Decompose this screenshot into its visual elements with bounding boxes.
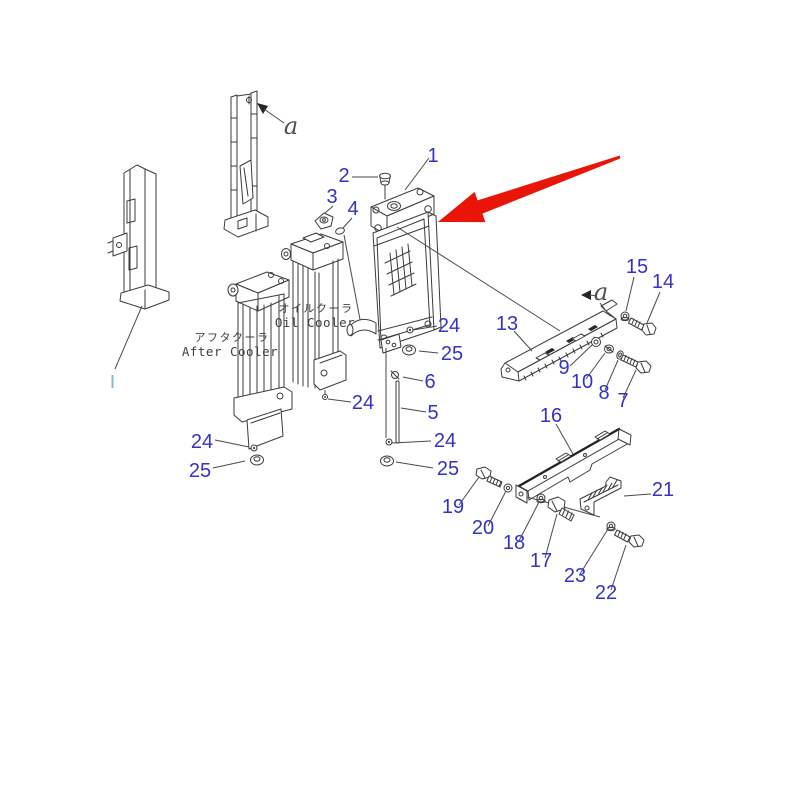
after-cooler-label-jp: アフタクーラ [195, 331, 270, 344]
callout-labels: 1 2 3 4 24 25 6 5 24 25 24 24 25 13 9 10… [189, 145, 674, 604]
callout-16: 16 [540, 405, 562, 427]
callout-22: 22 [595, 582, 617, 604]
view-arrow-icon [257, 103, 268, 114]
callout-23: 23 [564, 565, 586, 587]
callout-5: 5 [427, 402, 438, 424]
radiator-art [346, 172, 442, 354]
callout-7: 7 [617, 390, 628, 412]
callout-2: 2 [338, 165, 349, 187]
callout-24c: 24 [352, 392, 374, 414]
callout-19: 19 [442, 496, 464, 518]
bracket-13-art [500, 299, 618, 382]
callout-1: 1 [427, 145, 438, 167]
callout-25a: 25 [441, 343, 463, 365]
callout-25c: 25 [189, 460, 211, 482]
callout-21: 21 [652, 479, 674, 501]
callout-10: 10 [571, 371, 593, 393]
oil-cooler-art [281, 232, 352, 403]
view-ref-letter: a [284, 112, 298, 140]
oil-cooler-label-en: Oil Cooler [275, 315, 355, 330]
callout-14: 14 [652, 271, 674, 293]
after-cooler-art [212, 271, 293, 469]
clamp-part3-art [314, 205, 334, 230]
view-ref-top: a [257, 103, 298, 140]
callout-9: 9 [558, 357, 569, 379]
callout-6: 6 [424, 371, 435, 393]
lower-hardware-art [458, 466, 645, 591]
callout-13: 13 [496, 313, 518, 335]
after-cooler-label-en: After Cooler [182, 344, 278, 359]
callout-20: 20 [472, 517, 494, 539]
bracket-13-hardware-art [569, 276, 661, 399]
callout-25b: 25 [437, 458, 459, 480]
red-pointer-arrow [438, 155, 621, 223]
callout-15: 15 [626, 256, 648, 278]
callout-4: 4 [347, 198, 358, 220]
left-bracket-art [107, 164, 170, 388]
callout-18: 18 [503, 532, 525, 554]
callout-24b: 24 [434, 430, 456, 452]
callout-8: 8 [598, 382, 609, 404]
oil-cooler-label-jp: オイルクーラ [279, 302, 354, 315]
view-ref-letter: a [594, 278, 608, 306]
callout-24d: 24 [191, 431, 213, 453]
callout-24a: 24 [438, 315, 460, 337]
oring-part4-art [335, 217, 363, 331]
callout-3: 3 [326, 186, 337, 208]
bracket-21-art [579, 476, 652, 516]
view-ref-mid: a [581, 278, 611, 317]
partial-callout-tick [111, 375, 114, 388]
bracket-16-art [515, 423, 632, 518]
center-bracket-art [223, 90, 269, 238]
callout-17: 17 [530, 550, 552, 572]
radiator-hardware-art [352, 157, 561, 469]
view-arrow-icon [581, 290, 591, 300]
